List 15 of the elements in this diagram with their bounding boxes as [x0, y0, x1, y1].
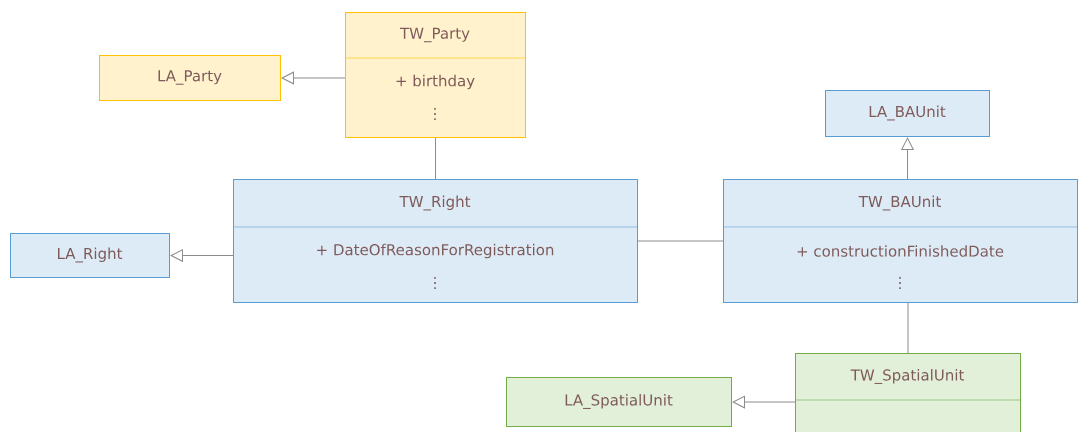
generalization-arrow	[281, 71, 346, 85]
generalization-arrow	[732, 395, 796, 409]
class-box: LA_SpatialUnit	[506, 377, 732, 427]
generalization-arrow	[170, 249, 234, 262]
class-box: LA_Right	[10, 233, 170, 278]
association-line	[637, 240, 724, 242]
association-line	[907, 302, 909, 354]
association-line	[435, 137, 436, 180]
class-box: TW_BAUnit + constructionFinishedDate ⋮	[722, 179, 1078, 303]
class-box: TW_Right + DateOfReasonForRegistration ⋮	[232, 179, 638, 303]
class-box: TW_Party + birthday ⋮	[344, 12, 526, 138]
class-box: TW_SpatialUnit	[794, 353, 1021, 432]
generalization-arrow	[901, 137, 914, 180]
class-box: LA_Party	[99, 55, 281, 101]
class-box: LA_BAUnit	[825, 90, 990, 137]
